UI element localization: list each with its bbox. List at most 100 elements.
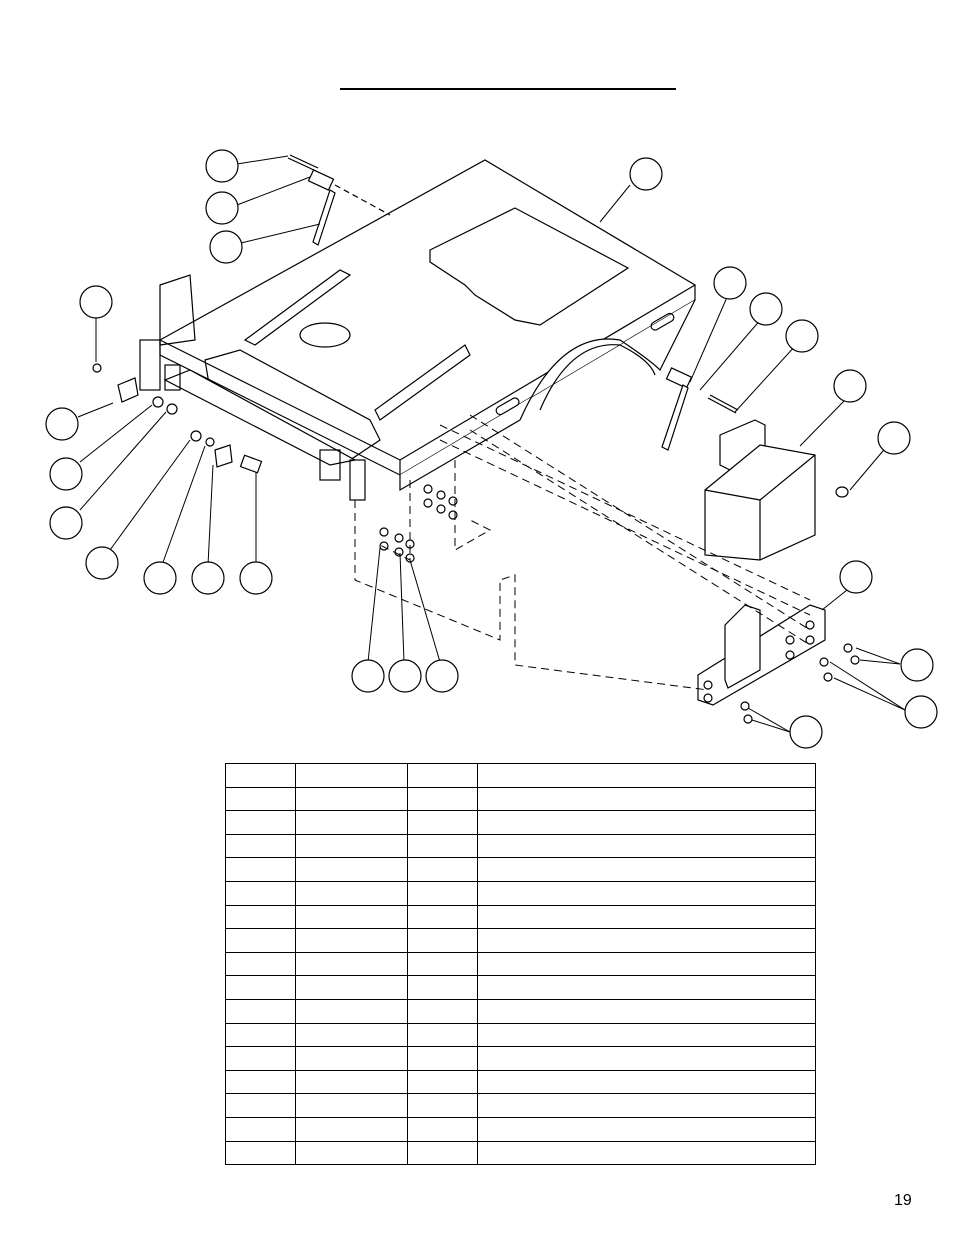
callout-20 [388, 659, 422, 693]
table-cell [407, 786, 478, 812]
callout-18 [839, 560, 873, 594]
table-cell [295, 1046, 408, 1071]
table-cell [295, 975, 408, 1000]
table-cell [225, 786, 296, 812]
table-cell [477, 928, 816, 953]
table-header-row [225, 763, 816, 788]
table-cell [225, 904, 296, 930]
table-cell [225, 1093, 296, 1118]
callout-24 [789, 715, 823, 749]
callout-2 [205, 191, 239, 225]
table-cell [407, 904, 478, 930]
callout-8 [49, 506, 83, 540]
callout-16 [833, 369, 867, 403]
table-cell [407, 998, 478, 1024]
callout-5 [79, 285, 113, 319]
table-cell [295, 1022, 408, 1048]
table-row [225, 786, 816, 812]
table-cell [225, 951, 296, 977]
callout-22 [900, 648, 934, 682]
table-cell [407, 1069, 478, 1095]
callout-21 [425, 659, 459, 693]
table-row [225, 928, 816, 953]
callout-10 [143, 561, 177, 595]
header-cell [225, 763, 296, 788]
title-underline [340, 88, 676, 90]
table-cell [407, 1093, 478, 1118]
table-cell [295, 1116, 408, 1142]
table-cell [225, 1022, 296, 1048]
table-cell [295, 928, 408, 953]
table-row [225, 951, 816, 977]
header-cell [295, 763, 408, 788]
table-row [225, 1069, 816, 1095]
table-cell [477, 1069, 816, 1095]
table-cell [295, 1140, 408, 1166]
table-cell [295, 786, 408, 812]
header-cell [407, 763, 478, 788]
callout-1 [205, 149, 239, 183]
table-cell [477, 975, 816, 1000]
table-cell [295, 810, 408, 835]
callout-23 [904, 695, 938, 729]
callout-11 [191, 561, 225, 595]
table-row [225, 857, 816, 882]
callout-19 [351, 659, 385, 693]
table-row [225, 975, 816, 1000]
table-row [225, 810, 816, 835]
table-row [225, 1093, 816, 1118]
table-cell [407, 1022, 478, 1048]
callout-17 [877, 421, 911, 455]
table-cell [477, 1140, 816, 1166]
parts-list-table [225, 763, 816, 1166]
table-row [225, 1140, 816, 1166]
table-cell [407, 975, 478, 1000]
table-cell [407, 951, 478, 977]
table-cell [407, 857, 478, 882]
callout-4 [629, 157, 663, 191]
callout-6 [45, 407, 79, 441]
table-cell [477, 1093, 816, 1118]
hardware-nuts [92, 363, 860, 724]
table-row [225, 880, 816, 906]
battery-box [704, 419, 849, 561]
table-cell [225, 928, 296, 953]
projection-lines [354, 414, 811, 691]
table-row [225, 998, 816, 1024]
callout-14 [749, 292, 783, 326]
table-cell [295, 998, 408, 1024]
table-cell [225, 1046, 296, 1071]
table-cell [477, 1022, 816, 1048]
table-cell [477, 1046, 816, 1071]
callout-9 [85, 546, 119, 580]
table-row [225, 1022, 816, 1048]
table-cell [477, 951, 816, 977]
table-cell [225, 880, 296, 906]
table-cell [225, 998, 296, 1024]
table-cell [295, 1069, 408, 1095]
callout-7 [49, 457, 83, 491]
table-cell [477, 1116, 816, 1142]
table-cell [407, 833, 478, 859]
table-cell [295, 1093, 408, 1118]
callout-3 [209, 230, 243, 264]
main-frame-drawing [139, 159, 697, 501]
table-cell [295, 880, 408, 906]
table-row [225, 833, 816, 859]
table-cell [407, 1140, 478, 1166]
table-cell [225, 1116, 296, 1142]
callout-circles [45, 149, 938, 749]
table-cell [295, 904, 408, 930]
table-cell [477, 880, 816, 906]
table-cell [225, 975, 296, 1000]
table-row [225, 904, 816, 930]
table-cell [225, 857, 296, 882]
table-cell [225, 1140, 296, 1166]
table-cell [477, 833, 816, 859]
table-cell [477, 998, 816, 1024]
table-cell [407, 1046, 478, 1071]
table-cell [407, 810, 478, 835]
table-cell [225, 833, 296, 859]
parts-table-body [225, 786, 816, 1166]
weight-bar [697, 604, 826, 706]
